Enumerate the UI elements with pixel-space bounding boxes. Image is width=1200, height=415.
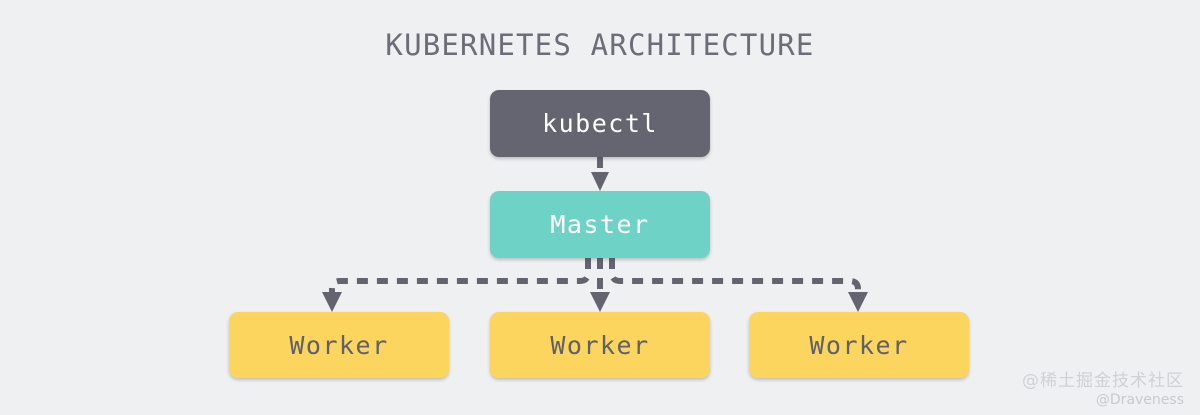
- arrow-head-icon: [848, 292, 868, 312]
- arrow-head-icon: [591, 172, 609, 191]
- node-worker-center-label: Worker: [550, 330, 650, 360]
- node-master[interactable]: Master: [490, 191, 710, 258]
- page-title: KUBERNETES ARCHITECTURE: [385, 28, 815, 62]
- watermark: @稀土掘金技术社区 @Draveness: [1022, 370, 1184, 409]
- edge-master-to-worker-left: [322, 258, 591, 312]
- node-worker-left-label: Worker: [289, 330, 389, 360]
- edge-master-to-worker-center: [590, 258, 610, 312]
- node-worker-left[interactable]: Worker: [229, 312, 449, 378]
- arrow-head-icon: [322, 292, 342, 312]
- edge-line: [329, 258, 591, 298]
- arrow-head-icon: [590, 292, 610, 312]
- edge-kubectl-to-master: [591, 157, 609, 191]
- node-kubectl-label: kubectl: [542, 109, 658, 138]
- edge-line: [609, 258, 861, 298]
- node-master-label: Master: [550, 210, 650, 239]
- node-worker-center[interactable]: Worker: [490, 312, 710, 378]
- edge-master-to-worker-right: [609, 258, 868, 312]
- node-kubectl[interactable]: kubectl: [490, 90, 710, 157]
- node-worker-right-label: Worker: [809, 330, 909, 360]
- watermark-community-label: @稀土掘金技术社区: [1022, 371, 1184, 391]
- watermark-handle-label: @Draveness: [1095, 392, 1184, 408]
- node-worker-right[interactable]: Worker: [749, 312, 969, 378]
